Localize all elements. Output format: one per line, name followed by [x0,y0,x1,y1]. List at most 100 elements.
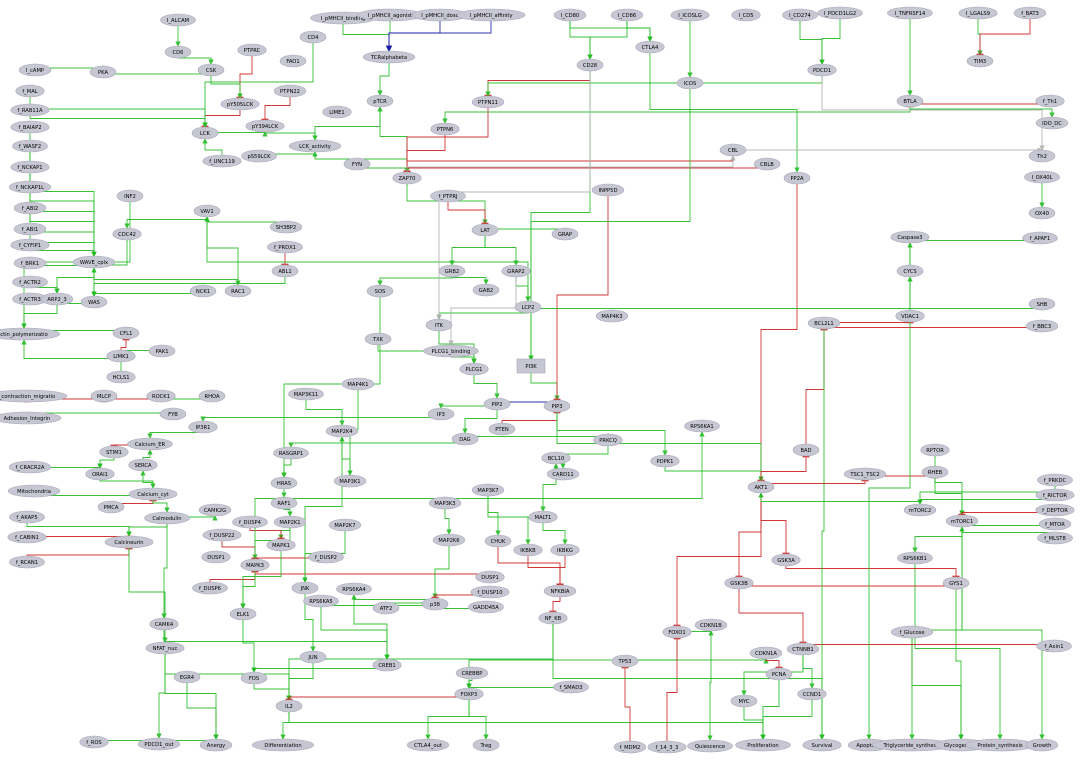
node-cd4[interactable]: CD4 [299,30,327,44]
node-hras[interactable]: HRAS [270,476,298,490]
node-lck[interactable]: LCK [191,126,219,140]
node-f-th1[interactable]: f_Th1 [1035,94,1065,108]
node-ctin-polymerizatio[interactable]: ctin_polymerizatio [0,327,60,341]
node-f-brk1[interactable]: f_BRK1 [13,256,47,270]
node-cd28[interactable]: CD28 [576,58,604,72]
node-icos[interactable]: ICOS [676,76,704,90]
node-zap70[interactable]: ZAP70 [392,171,422,185]
node-egr4[interactable]: EGR4 [173,670,201,684]
node-csk[interactable]: CSK [197,63,225,77]
node-fao1[interactable]: FAO1 [279,54,307,68]
node-btla[interactable]: BTLA [896,94,924,108]
node-i-cd86[interactable]: I_CD86 [610,8,644,22]
node-i-cd274[interactable]: I_CD274 [782,8,818,22]
node-pmca[interactable]: PMCA [97,500,125,514]
node-pip2[interactable]: PIP2 [483,397,511,411]
node-pten[interactable]: PTEN [488,422,516,436]
node-caspase3[interactable]: Caspase3 [890,230,930,244]
node-i-alcam[interactable]: I_ALCAM [160,13,196,27]
node-f-wasf2[interactable]: f_WASF2 [12,139,48,153]
node-differentiation[interactable]: Differentiation [251,738,315,752]
node-camk2g[interactable]: CAMK2G [198,503,232,517]
node-dusp1[interactable]: DUSP1 [475,570,505,584]
node-rps6ka4[interactable]: RPS6KA4 [336,582,372,596]
node-tsc1-tsc2[interactable]: TSC1_TSC2 [843,467,887,481]
node-rptor[interactable]: RPTOR [920,443,950,457]
node-pdcd1[interactable]: PDCD1 [807,63,837,77]
node-f-mtor[interactable]: f_MTOR [1038,517,1072,531]
node-bcl2l1[interactable]: BCL2L1 [807,316,841,330]
node-i-pmhcii-affinity[interactable]: I_pMHCII_affinity [456,8,526,22]
node-f-dusp4[interactable]: f_DUSP4 [232,515,268,529]
node-map4k3[interactable]: MAP4K3 [595,309,629,323]
node-calcium-cyt[interactable]: Calcium_cyt [128,487,178,501]
node-f-apaf1[interactable]: f_APAF1 [1022,231,1058,245]
node-jnk[interactable]: JNK [291,581,319,595]
node-jun[interactable]: JUN [299,650,327,664]
node-cblb[interactable]: CBLB [753,157,781,171]
node-ip3r1[interactable]: IP3R1 [188,420,218,434]
node-map4k1[interactable]: MAP4K1 [341,377,375,391]
node-rock1[interactable]: ROCK1 [146,389,176,403]
node-f-dusp2[interactable]: f_DUSP2 [308,550,344,564]
node-protein-synthesis[interactable]: Protein_synthesis [965,738,1035,752]
node-ctnnb1[interactable]: CTNNB1 [786,642,820,656]
node-ptpn6[interactable]: PTPN6 [430,122,460,136]
node-f-deptor[interactable]: f_DEPTOR [1035,503,1075,517]
node-pcna[interactable]: PCNA [765,667,793,681]
node-grb2[interactable]: GRB2 [438,264,466,278]
node-f-mdm2[interactable]: f_MDM2 [613,740,647,754]
node-f-abi2[interactable]: f_ABI2 [13,201,47,215]
node-ctla4[interactable]: CTLA4 [635,40,665,54]
node-ido-dc[interactable]: IDO_DC [1035,116,1069,130]
node-f-actr2[interactable]: f_ACTR2 [12,275,48,289]
node-f-cabin1[interactable]: f_CABIN1 [7,530,47,544]
node-rac1[interactable]: RAC1 [224,284,252,298]
node-rasgrp1[interactable]: RASGRP1 [273,446,309,460]
node-card11[interactable]: CARD11 [546,467,580,481]
node-f-prkdc[interactable]: f_PRKDC [1037,473,1073,487]
node-calmodulin[interactable]: Calmodulin [144,511,190,525]
node-inf2[interactable]: INF2 [116,189,144,203]
node-myc[interactable]: MYC [730,694,758,708]
node-quiescence[interactable]: Quiescence [687,739,733,753]
node-txk[interactable]: TXK [364,332,392,346]
node-f-rcan1[interactable]: f_RCAN1 [9,555,45,569]
node-abl1[interactable]: ABL1 [271,264,299,278]
node-ikbkb[interactable]: IKBKB [513,543,543,557]
node-tp53[interactable]: TP53 [611,654,639,668]
node-plcg1[interactable]: PLCG1 [459,362,489,376]
node-ctla4-out[interactable]: CTLA4_out [406,738,450,752]
node-gsk3b[interactable]: GSK3B [724,576,754,590]
node-grap2[interactable]: GRAP2 [501,264,531,278]
node--contraction-migratio[interactable]: _contraction_migratio [0,389,68,403]
node-dusp1b[interactable]: DUSP1 [201,550,231,564]
node-tcralphabeta[interactable]: TCRalphabeta [362,50,416,64]
node-map3k11[interactable]: MAP3K11 [288,387,324,401]
node-nfat-nuc[interactable]: NFAT_nuc [145,641,185,655]
node-stim1[interactable]: STIM1 [99,445,129,459]
node-f-axin1[interactable]: f_Axin1 [1036,639,1072,653]
node-f-dusp6[interactable]: f_DUSP6 [192,581,228,595]
node-limk1[interactable]: LIMK1 [106,349,136,363]
node-f-smad3[interactable]: f_SMAD3 [553,680,589,694]
node-orai1[interactable]: ORAI1 [85,467,115,481]
node-nf-kb[interactable]: NF_KB [538,611,568,625]
node-il2[interactable]: IL2 [275,699,303,713]
node-pak1[interactable]: PAK1 [148,344,176,358]
node-cdkn1a[interactable]: CDKN1A [749,646,783,660]
node-gab2[interactable]: GAB2 [472,283,500,297]
node-f-dusp10[interactable]: f_DUSP10 [470,585,510,599]
node-fos[interactable]: FOS [240,671,268,685]
node-lat[interactable]: LAT [471,223,499,237]
node-cycs[interactable]: CYCS [896,264,924,278]
node-adhesion-integrin[interactable]: Adhesion_Integrin [0,411,62,425]
node-mapk1[interactable]: MAPK1 [266,538,296,552]
node-cfl1[interactable]: CFL1 [112,326,140,340]
node-creb1[interactable]: CREB1 [372,658,402,672]
node-ptprc[interactable]: PTPRC [237,43,267,57]
node-plcg1-binding[interactable]: PLCG1_binding [423,344,479,358]
node-f-mlst8[interactable]: f_MLST8 [1037,531,1073,545]
node-map3k7[interactable]: MAP3K7 [471,483,505,497]
node-cdkn1b[interactable]: CDKN1B [694,618,728,632]
